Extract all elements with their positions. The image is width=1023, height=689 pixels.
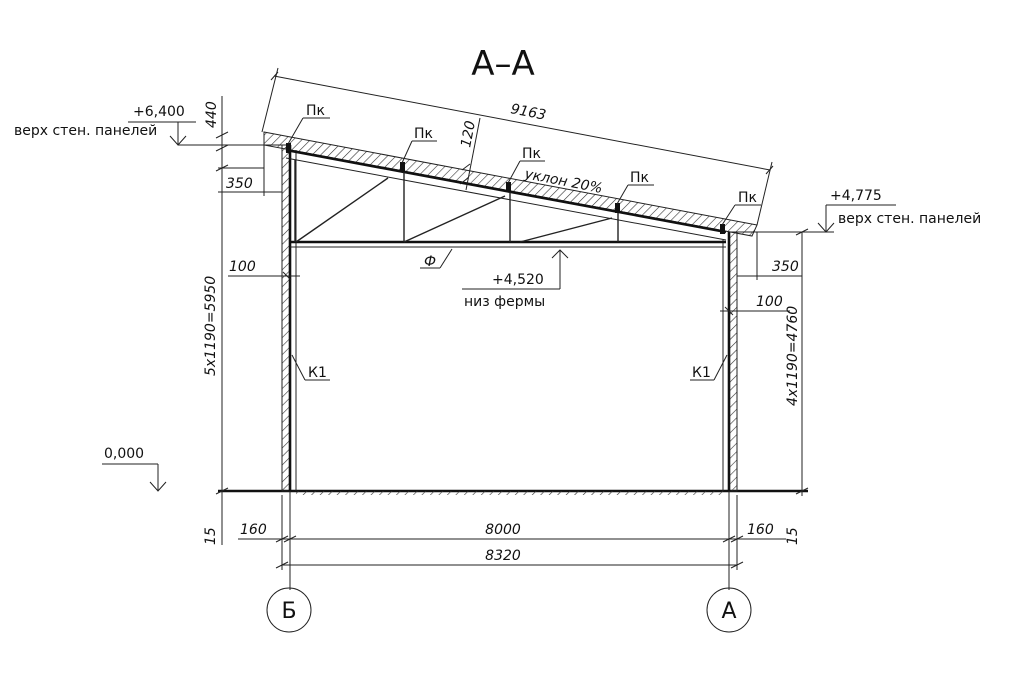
left-top-elevation-note: верх стен. панелей — [14, 123, 157, 139]
roof-truss — [285, 157, 727, 248]
axis-marker-left — [266, 587, 312, 633]
left-15-value: 15 — [203, 527, 219, 545]
truss-leader — [420, 248, 453, 269]
left-top-elevation-marker — [128, 121, 284, 146]
purlin-label-2: Пк — [414, 126, 433, 142]
left-100-dimension — [228, 271, 300, 281]
axis-label-right: А — [721, 599, 736, 624]
purlin-label-5: Пк — [738, 190, 757, 206]
panel-thickness-value: 120 — [458, 119, 479, 148]
left-350-value: 350 — [226, 176, 253, 192]
span-8320-value: 8320 — [485, 548, 521, 564]
bottom-160-left-value: 160 — [240, 522, 267, 538]
ground-elevation: 0,000 — [104, 446, 144, 462]
truss-label: Ф — [424, 254, 436, 270]
purlin-label-1: Пк — [306, 103, 325, 119]
left-top-elevation: +6,400 — [133, 104, 185, 120]
left-wall — [264, 144, 297, 492]
right-350-value: 350 — [772, 259, 799, 275]
drawing-title: А–А — [471, 44, 535, 84]
left-height-value: 5x1190=5950 — [203, 276, 219, 376]
purlin-label-3: Пк — [522, 146, 541, 162]
right-top-elevation: +4,775 — [830, 188, 882, 204]
ground-line — [218, 489, 808, 495]
left-100-value: 100 — [229, 259, 256, 275]
bottom-160-right-value: 160 — [747, 522, 774, 538]
right-wall — [722, 231, 738, 492]
truss-bottom-elevation: +4,520 — [492, 272, 544, 288]
column-leaders — [291, 354, 728, 381]
left-440-value: 440 — [204, 101, 220, 128]
left-height-dimension — [215, 164, 229, 545]
purlin-label-4: Пк — [630, 170, 649, 186]
right-top-elevation-note: верх стен. панелей — [838, 211, 981, 227]
right-350-dimension — [737, 228, 809, 496]
axis-marker-right — [706, 587, 752, 633]
span-8000-value: 8000 — [485, 522, 521, 538]
panel-thickness-dimension — [459, 117, 481, 191]
truss-bottom-elevation-marker — [462, 249, 569, 290]
axis-label-left: Б — [281, 599, 296, 624]
left-350-dimension — [218, 145, 282, 196]
right-top-elevation-marker — [735, 204, 896, 233]
column-label-left: К1 — [308, 365, 327, 381]
left-440-dimension — [215, 96, 229, 168]
roof-length-dimension — [261, 67, 774, 226]
right-15-value: 15 — [785, 527, 801, 545]
truss-bottom-note: низ фермы — [464, 294, 545, 310]
bottom-dimensions — [238, 491, 786, 590]
roof-length-value: 9163 — [509, 101, 547, 124]
right-100-value: 100 — [756, 294, 783, 310]
column-label-right: К1 — [692, 365, 711, 381]
right-height-value: 4x1190=4760 — [785, 306, 801, 406]
ground-elevation-marker — [102, 463, 167, 492]
purlins — [286, 117, 761, 234]
right-100-dimension — [720, 306, 790, 316]
